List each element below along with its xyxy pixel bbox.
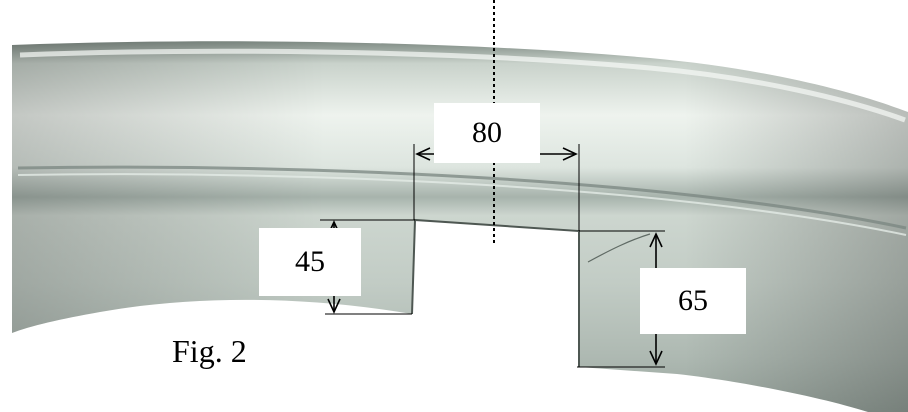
notch-edge: [411, 218, 580, 367]
rim-highlight: [19, 48, 906, 123]
groove-light: [17, 173, 907, 236]
arrowhead: [327, 298, 341, 314]
arrowhead: [649, 232, 663, 248]
arrowhead: [415, 147, 431, 161]
dimension-label-65: 65: [640, 268, 746, 334]
dimension-value: 65: [678, 284, 708, 317]
dimension-label-45: 45: [259, 228, 361, 296]
figure-caption: Fig. 2: [172, 333, 247, 369]
arrowhead: [562, 147, 578, 161]
metal-shading: [12, 41, 908, 412]
dimension-label-80: 80: [434, 103, 540, 163]
arrowhead: [649, 350, 663, 366]
groove-shadow: [17, 165, 907, 230]
scratch-mark: [587, 233, 651, 263]
dimension-value: 80: [472, 116, 502, 149]
dimension-value: 45: [295, 245, 325, 278]
